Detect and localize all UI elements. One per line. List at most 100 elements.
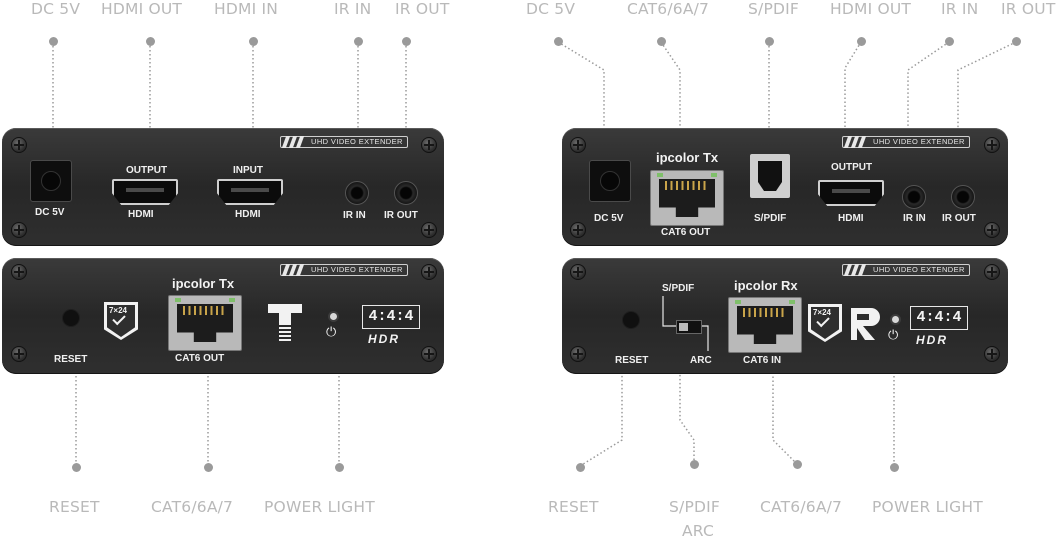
brand-label: ipcolor Tx <box>656 150 719 165</box>
callout-dot <box>204 463 213 472</box>
screw-icon <box>421 222 437 238</box>
cat6-port[interactable] <box>650 170 724 226</box>
label-hdmi: HDMI <box>235 209 261 220</box>
label-arc: ARC <box>690 355 712 366</box>
screw-icon <box>11 222 27 238</box>
screw-icon <box>984 346 1000 362</box>
leader-reset-right <box>579 372 623 467</box>
label-reset: RESET <box>615 355 649 366</box>
power-led <box>328 311 339 322</box>
callout-power-light: POWER LIGHT <box>264 498 375 516</box>
callout-dot <box>657 37 666 46</box>
reset-button[interactable] <box>62 309 80 327</box>
spdif-optical-port[interactable] <box>750 154 790 198</box>
uhd-banner: UHD VIDEO EXTENDER <box>842 264 970 276</box>
reset-button[interactable] <box>622 311 640 329</box>
screw-icon <box>570 264 586 280</box>
callout-dot <box>249 37 258 46</box>
uhd-banner: UHD VIDEO EXTENDER <box>280 264 408 276</box>
brand-label: ipcolor Rx <box>734 278 798 293</box>
label-spdif: S/PDIF <box>754 213 787 224</box>
callout-ir-out: IR OUT <box>395 0 450 18</box>
hdmi-output-port[interactable] <box>818 180 884 206</box>
callout-ir-in: IR IN <box>941 0 979 18</box>
label-output: OUTPUT <box>126 165 168 176</box>
callout-arc: ARC <box>682 522 715 540</box>
callout-dc5v: DC 5V <box>31 0 81 18</box>
callout-spdif: S/PDIF <box>669 498 721 516</box>
callout-hdmi-out: HDMI OUT <box>830 0 912 18</box>
label-reset: RESET <box>54 354 88 365</box>
callout-dot <box>765 37 774 46</box>
banner-text: UHD VIDEO EXTENDER <box>311 265 403 274</box>
callout-hdmi-out: HDMI OUT <box>101 0 183 18</box>
callout-ir-in: IR IN <box>334 0 372 18</box>
ir-out-jack[interactable] <box>951 185 975 209</box>
banner-text: UHD VIDEO EXTENDER <box>311 137 403 146</box>
callout-cat: CAT6/6A/7 <box>760 498 843 516</box>
hdmi-input-port[interactable] <box>217 179 283 205</box>
screw-icon <box>11 264 27 280</box>
callout-dot <box>690 460 699 469</box>
label-cat6-in: CAT6 IN <box>743 355 782 366</box>
callout-dot <box>49 37 58 46</box>
screw-icon <box>984 264 1000 280</box>
label-ir-in: IR IN <box>343 210 366 221</box>
label-ir-out: IR OUT <box>384 210 418 221</box>
screw-icon <box>11 137 27 153</box>
banner-text: UHD VIDEO EXTENDER <box>873 265 965 274</box>
ir-in-jack[interactable] <box>902 185 926 209</box>
format-444-label: 4:4:4 <box>362 305 420 329</box>
screw-icon <box>11 346 27 362</box>
hdr-label: HDR <box>368 332 400 346</box>
label-input: INPUT <box>233 165 263 176</box>
callout-power-light: POWER LIGHT <box>872 498 983 516</box>
switch-bracket <box>662 296 709 351</box>
screw-icon <box>421 264 437 280</box>
power-icon: ⏻ <box>888 328 899 343</box>
label-ir-out: IR OUT <box>942 213 976 224</box>
label-dc5v: DC 5V <box>594 213 624 224</box>
warranty-badge-icon: 7×24 <box>808 304 842 342</box>
dc-power-jack[interactable] <box>589 160 631 202</box>
power-led <box>890 314 901 325</box>
receiver-r-logo-icon <box>851 308 880 340</box>
dc-power-jack[interactable] <box>30 160 72 202</box>
leader-hdmi-out-right <box>844 41 862 150</box>
callout-reset: RESET <box>548 498 599 516</box>
cat6-in-port[interactable] <box>728 297 802 353</box>
label-cat6-out: CAT6 OUT <box>661 227 711 238</box>
uhd-banner: UHD VIDEO EXTENDER <box>280 136 408 148</box>
label-hdmi: HDMI <box>838 213 864 224</box>
format-444-label: 4:4:4 <box>910 306 968 330</box>
hdmi-output-port[interactable] <box>112 179 178 205</box>
leader-dc5v-right <box>557 41 605 128</box>
hdr-label: HDR <box>916 333 948 347</box>
label-cat6-out: CAT6 OUT <box>175 353 225 364</box>
label-hdmi: HDMI <box>128 209 154 220</box>
callout-dot <box>793 460 802 469</box>
callout-dot <box>857 37 866 46</box>
banner-text: UHD VIDEO EXTENDER <box>873 137 965 146</box>
callout-dot <box>354 37 363 46</box>
callout-spdif: S/PDIF <box>748 0 800 18</box>
badge-text: 7×24 <box>812 308 832 317</box>
leader-cat-right-bottom <box>772 372 798 465</box>
callout-dot <box>402 37 411 46</box>
uhd-banner: UHD VIDEO EXTENDER <box>842 136 970 148</box>
callout-dot <box>576 463 585 472</box>
ir-out-jack[interactable] <box>394 181 418 205</box>
callout-ir-out: IR OUT <box>1001 0 1056 18</box>
label-output: OUTPUT <box>831 162 873 173</box>
rx-front-panel: UHD VIDEO EXTENDER RESET S/PDIF ARC ipco… <box>562 258 1008 374</box>
screw-icon <box>421 137 437 153</box>
cat6-out-port[interactable] <box>168 295 242 351</box>
leader-spdif-arc-right <box>679 355 695 464</box>
label-dc5v: DC 5V <box>35 207 65 218</box>
callout-dc5v: DC 5V <box>526 0 576 18</box>
spdif-arc-switch[interactable] <box>676 320 702 334</box>
tx-front-panel: UHD VIDEO EXTENDER RESET 7×24 ipcolor Tx… <box>2 258 444 374</box>
brand-label: ipcolor Tx <box>172 276 235 291</box>
callout-hdmi-in: HDMI IN <box>214 0 279 18</box>
ir-in-jack[interactable] <box>345 181 369 205</box>
